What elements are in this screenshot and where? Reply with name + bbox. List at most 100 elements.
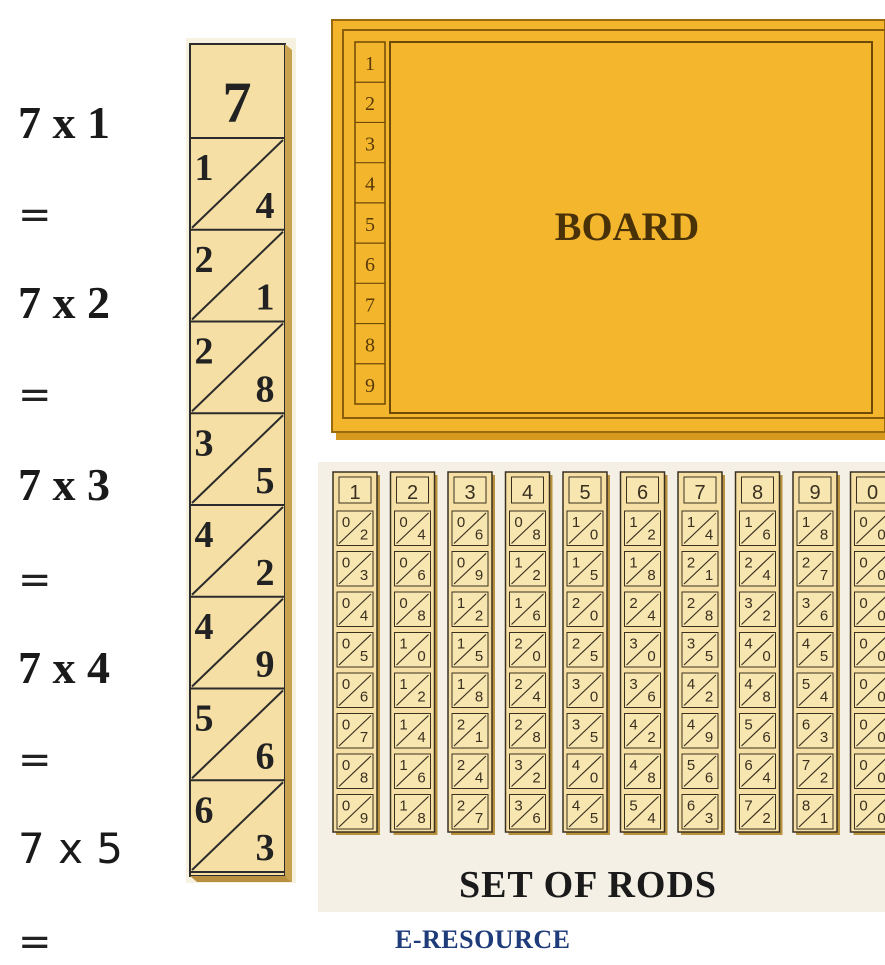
rod-units-digit: 0 xyxy=(590,608,598,625)
rod-cell: 30 xyxy=(567,673,603,708)
rod-units-digit: 0 xyxy=(762,648,770,665)
rod-units-digit: 0 xyxy=(877,567,885,584)
rod-cell: 14 xyxy=(682,511,718,546)
rod-cell: 10 xyxy=(567,511,603,546)
big-rod-tens-digit: 3 xyxy=(195,422,214,464)
rod-tens-digit: 4 xyxy=(744,636,752,653)
rod-cell: 32 xyxy=(740,592,776,627)
rod-tens-digit: 4 xyxy=(802,636,810,653)
rod-tens-digit: 5 xyxy=(687,757,695,774)
rod-units-digit: 6 xyxy=(532,608,540,625)
rod-cell: 00 xyxy=(855,511,885,546)
rod-cell: 00 xyxy=(855,673,885,708)
rod-tens-digit: 0 xyxy=(342,798,350,815)
big-rod-tens-digit: 5 xyxy=(195,698,214,740)
rod-cell: 42 xyxy=(682,673,718,708)
rod-units-digit: 5 xyxy=(590,567,598,584)
rod-tens-digit: 1 xyxy=(457,595,465,612)
rod-units-digit: 2 xyxy=(360,527,368,544)
rod-tens-digit: 0 xyxy=(342,676,350,693)
rod-units-digit: 5 xyxy=(360,648,368,665)
rod-tens-digit: 0 xyxy=(342,514,350,531)
rod-header-digit: 5 xyxy=(579,482,590,504)
rod-tens-digit: 3 xyxy=(744,595,752,612)
rod-cell: 15 xyxy=(567,552,603,587)
rod-tens-digit: 0 xyxy=(342,555,350,572)
rod-tens-digit: 1 xyxy=(399,636,407,653)
board-index-number: 2 xyxy=(365,93,375,115)
rod-tens-digit: 3 xyxy=(629,636,637,653)
rod-tens-digit: 0 xyxy=(342,636,350,653)
rod-cell: 64 xyxy=(740,754,776,789)
rod-cell: 36 xyxy=(797,592,833,627)
rod-cell: 09 xyxy=(452,552,488,587)
rod-cell: 08 xyxy=(510,511,546,546)
rod-header-digit: 2 xyxy=(407,482,418,504)
rod-units-digit: 0 xyxy=(877,770,885,787)
rod-cell: 18 xyxy=(395,795,431,830)
rod-cell: 21 xyxy=(452,714,488,749)
rod-tens-digit: 0 xyxy=(859,717,867,734)
rod-units-digit: 8 xyxy=(647,770,655,787)
rod-tens-digit: 0 xyxy=(859,595,867,612)
rod-units-digit: 2 xyxy=(762,810,770,827)
rods-title: SET OF RODS xyxy=(459,864,717,906)
rod-units-digit: 4 xyxy=(762,770,770,787)
rod-tens-digit: 1 xyxy=(572,555,580,572)
rod-units-digit: 6 xyxy=(475,527,483,544)
rod-cell: 05 xyxy=(337,633,373,668)
rod-cell: 18 xyxy=(625,552,661,587)
rod-tens-digit: 1 xyxy=(457,636,465,653)
rod-units-digit: 6 xyxy=(532,810,540,827)
rod-units-digit: 0 xyxy=(647,648,655,665)
rod-header-digit: 1 xyxy=(349,482,360,504)
rod-cell: 20 xyxy=(567,592,603,627)
big-rod-tens-digit: 2 xyxy=(195,331,214,373)
rod-units-digit: 4 xyxy=(417,729,425,746)
rod-units-digit: 0 xyxy=(877,527,885,544)
rod-tens-digit: 4 xyxy=(687,717,695,734)
rod-cell: 24 xyxy=(740,552,776,587)
rod-tens-digit: 8 xyxy=(802,798,810,815)
rod-cell: 00 xyxy=(855,592,885,627)
rod-tens-digit: 3 xyxy=(687,636,695,653)
rod-cell: 12 xyxy=(510,552,546,587)
rod-tens-digit: 0 xyxy=(457,514,465,531)
rod-units-digit: 0 xyxy=(590,689,598,706)
rod-units-digit: 5 xyxy=(590,810,598,827)
rod-units-digit: 2 xyxy=(647,527,655,544)
rod-cell: 04 xyxy=(337,592,373,627)
rod-tens-digit: 2 xyxy=(457,757,465,774)
rod-units-digit: 2 xyxy=(762,608,770,625)
big-rod-units-digit: 6 xyxy=(256,735,275,777)
rod-tens-digit: 1 xyxy=(687,514,695,531)
rod-cell: 16 xyxy=(395,754,431,789)
board-index-number: 5 xyxy=(365,214,375,236)
rod-tens-digit: 0 xyxy=(399,595,407,612)
rod-cell: 06 xyxy=(452,511,488,546)
rod-units-digit: 1 xyxy=(820,810,828,827)
board-title: BOARD xyxy=(555,204,699,249)
rod-tens-digit: 1 xyxy=(744,514,752,531)
big-rod-header: 7 xyxy=(223,70,252,135)
rod-tens-digit: 2 xyxy=(629,595,637,612)
rod-tens-digit: 0 xyxy=(399,555,407,572)
rod-tens-digit: 1 xyxy=(802,514,810,531)
rod-tens-digit: 0 xyxy=(859,636,867,653)
rod-tens-digit: 1 xyxy=(629,514,637,531)
rod-units-digit: 6 xyxy=(417,567,425,584)
rod-units-digit: 6 xyxy=(417,770,425,787)
rod-tens-digit: 2 xyxy=(514,717,522,734)
rod-units-digit: 1 xyxy=(705,567,713,584)
rod-cell: 40 xyxy=(567,754,603,789)
rod-tens-digit: 0 xyxy=(514,514,522,531)
rod-units-digit: 4 xyxy=(360,608,368,625)
big-rod-edge xyxy=(285,44,292,882)
rod-units-digit: 7 xyxy=(360,729,368,746)
big-rod-tens-digit: 6 xyxy=(195,789,214,831)
rod-units-digit: 2 xyxy=(532,770,540,787)
rod-tens-digit: 0 xyxy=(859,514,867,531)
